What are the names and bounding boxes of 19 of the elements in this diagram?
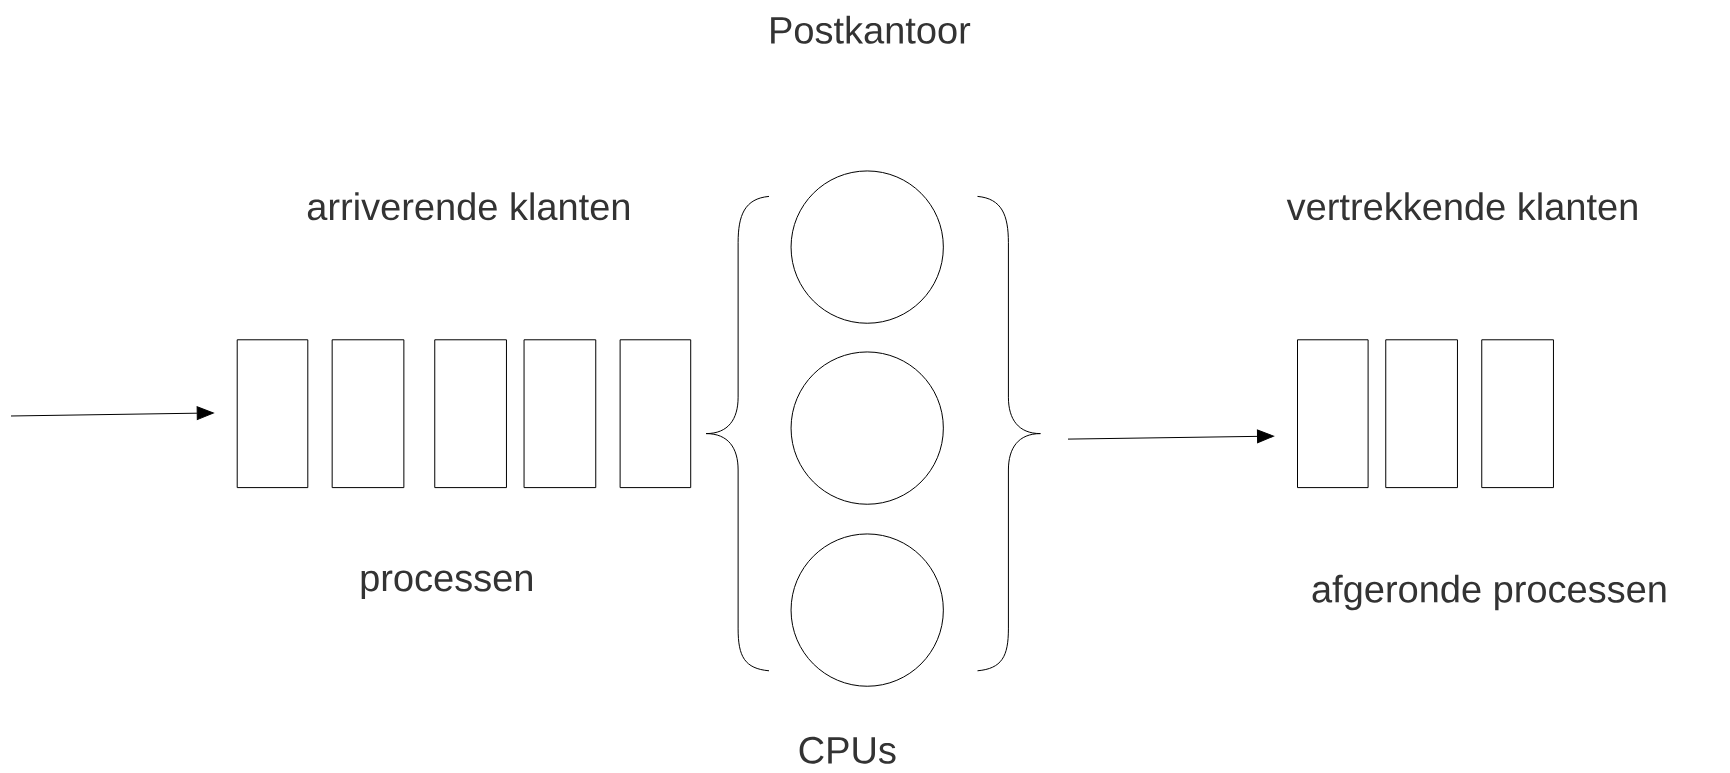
process-box [236,339,309,489]
process-box [331,339,405,489]
cpu-circle [790,351,944,505]
arrow [10,406,214,421]
label: processen [361,570,532,599]
label: arriverende klanten [307,192,629,221]
process-box [1481,339,1554,489]
label: afgeronde processen [1312,574,1666,611]
arrow [1067,429,1275,444]
process-box [434,339,507,489]
label: CPUs [799,736,896,764]
title: Postkantoor [771,15,971,44]
cpu-circle [790,170,944,324]
label: vertrekkende klanten [1286,192,1637,221]
process-box [1385,339,1458,489]
cpu-circle [790,533,944,687]
process-box [523,339,597,489]
process-box [619,339,692,489]
process-box [1297,339,1369,489]
